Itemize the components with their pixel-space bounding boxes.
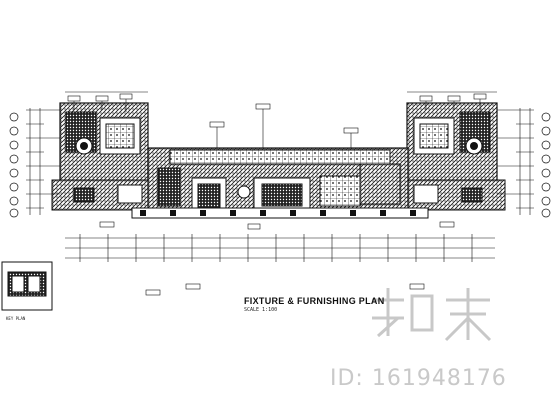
left-wing — [51, 102, 149, 211]
watermark-id: ID: 161948176 — [330, 366, 507, 391]
dimension-lines — [26, 91, 534, 262]
key-plan-label: KEY PLAN — [6, 316, 26, 321]
drawing-title: FIXTURE & FURNISHING PLAN — [244, 296, 385, 306]
watermark-logo — [372, 288, 492, 342]
right-wing — [406, 102, 506, 211]
scale-note: SCALE 1:100 — [244, 307, 278, 313]
callout-tags — [67, 93, 487, 296]
lower-colonnade — [131, 207, 429, 219]
key-plan-inset — [1, 261, 53, 311]
grid-bubbles-right — [541, 112, 551, 218]
central-block — [147, 147, 409, 219]
grid-bubbles-left — [9, 112, 19, 218]
